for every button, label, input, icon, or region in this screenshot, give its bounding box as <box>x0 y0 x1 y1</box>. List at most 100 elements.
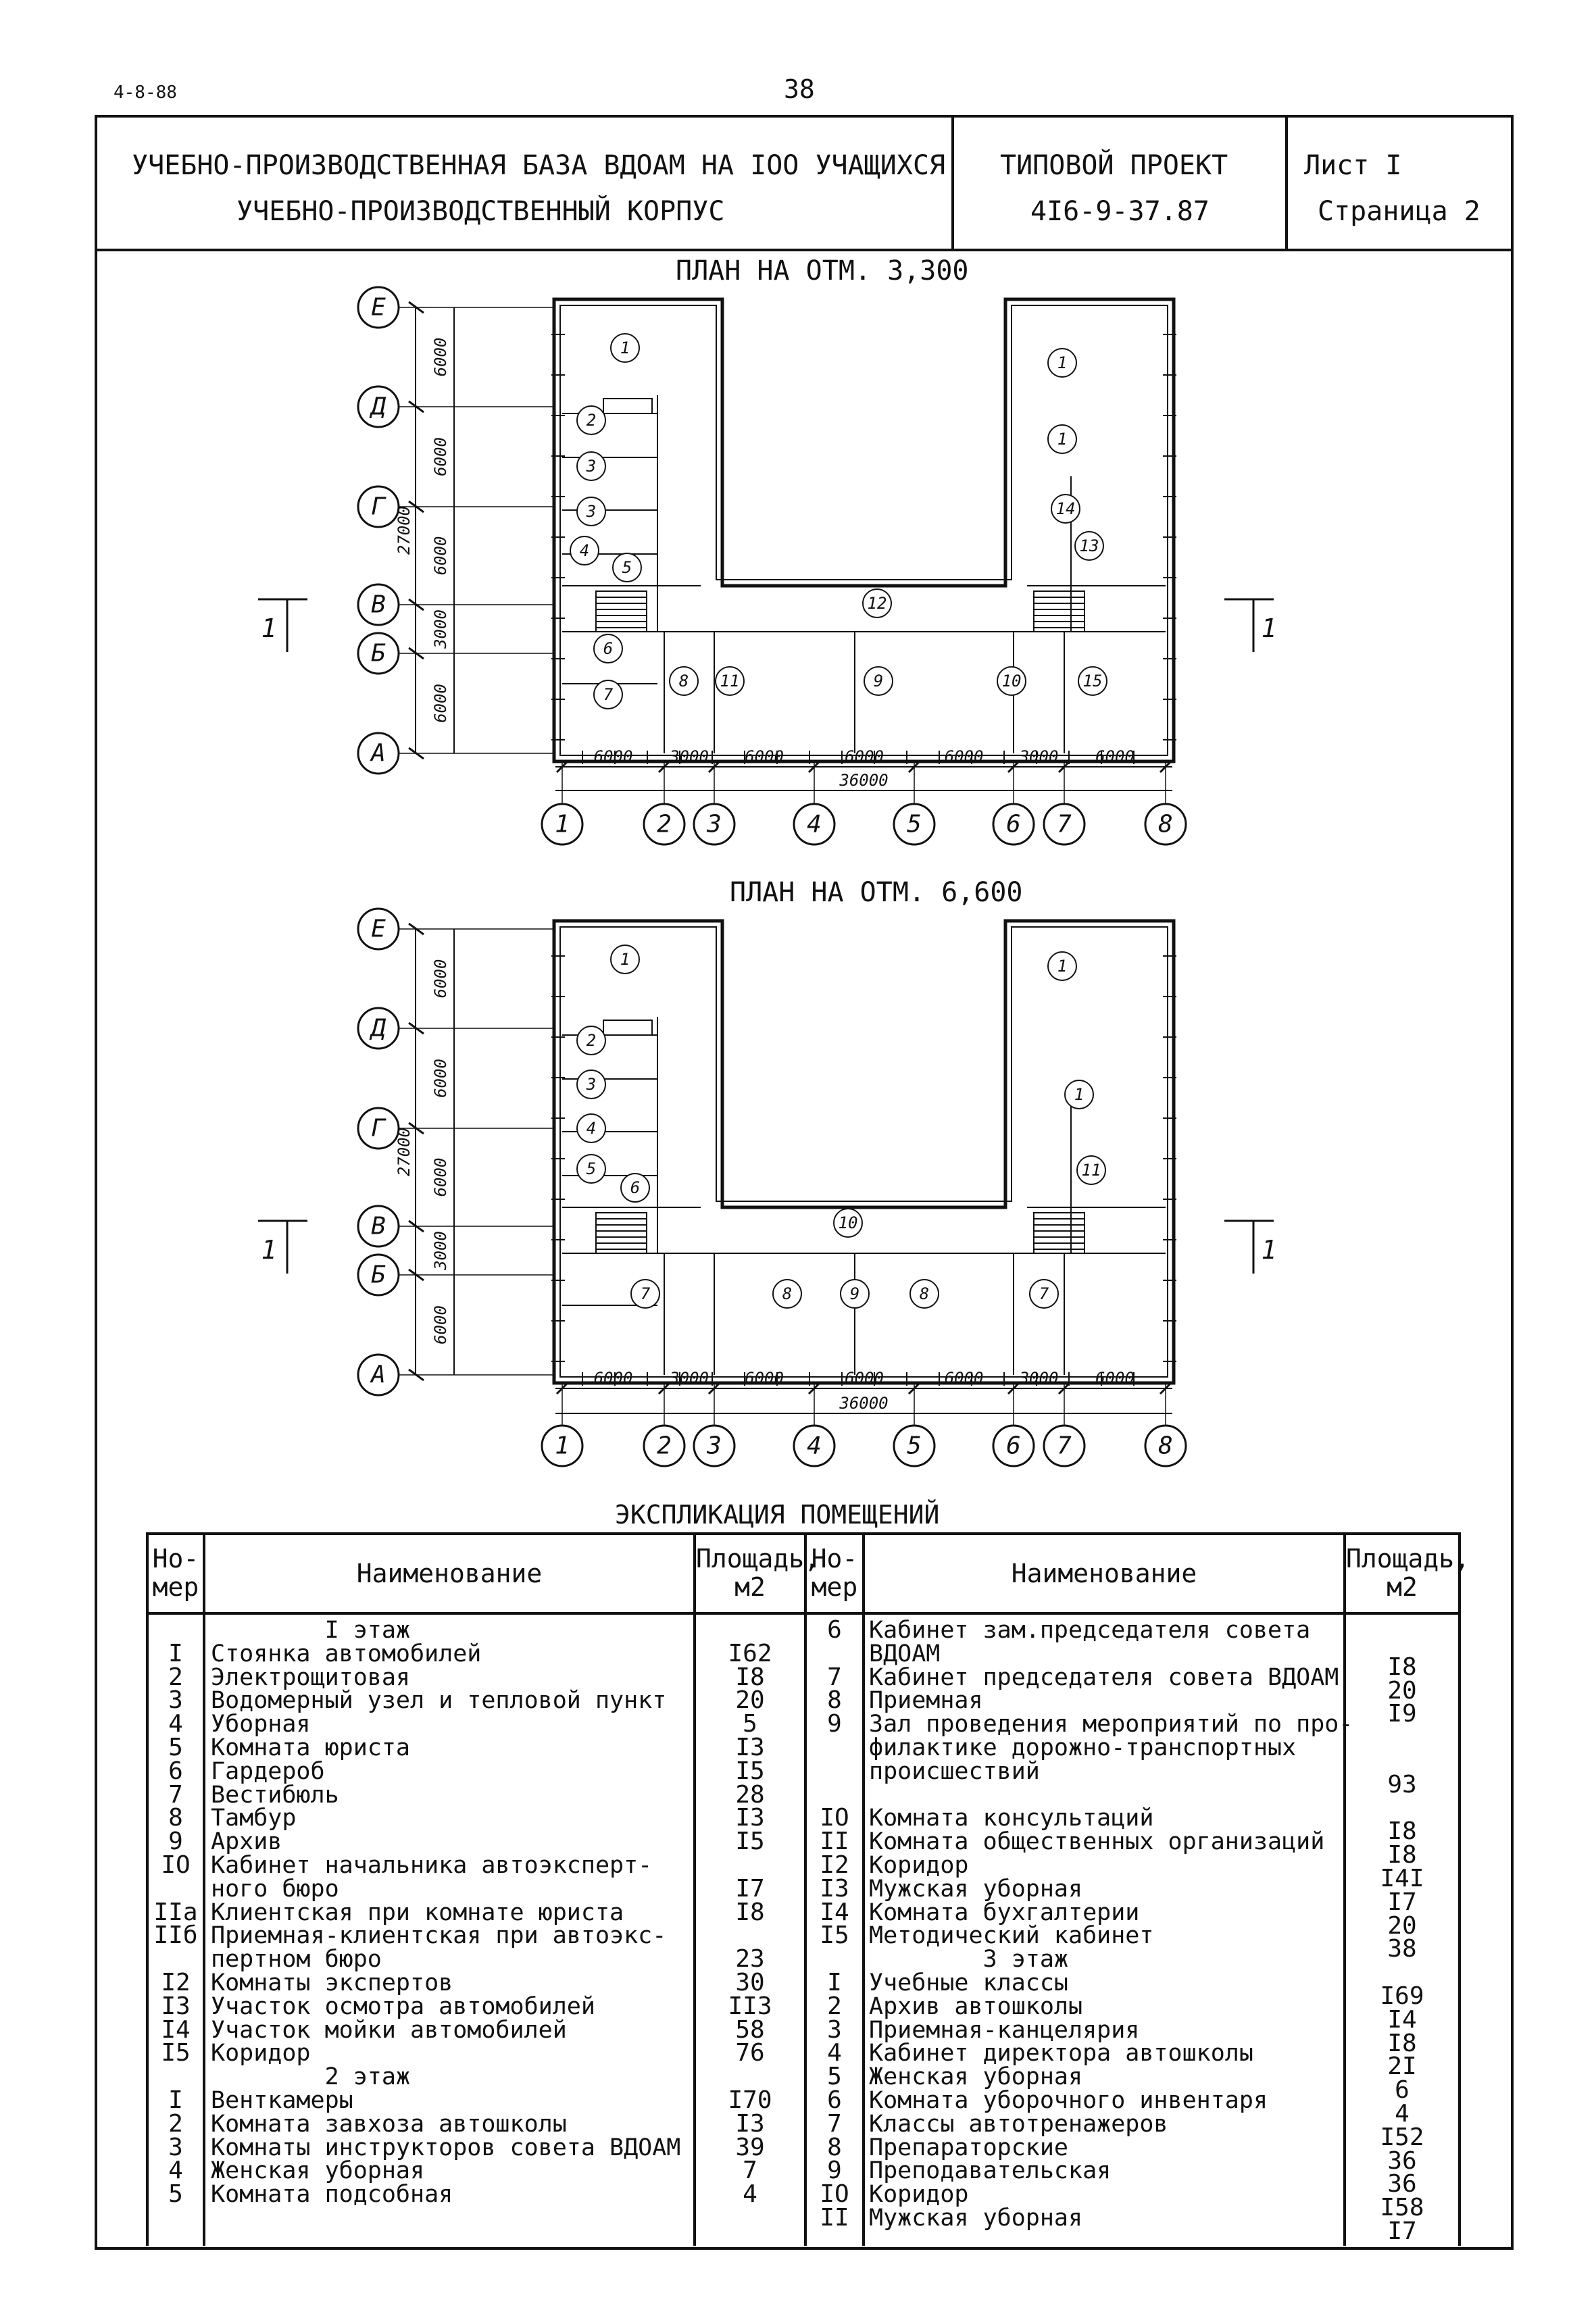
axis-bubble-Б <box>357 1253 400 1297</box>
axis-label: Б <box>371 1261 386 1289</box>
room-number: 6 <box>630 1178 640 1197</box>
axis-label: 8 <box>1158 811 1173 838</box>
col-dim: 6000 <box>845 1369 884 1388</box>
room-number: 1 <box>1057 957 1067 976</box>
row-dim-total: 27000 <box>395 1128 414 1176</box>
axis-bubble-3 <box>693 1424 736 1467</box>
axis-label: 2 <box>657 811 672 838</box>
row-dim-total: 27000 <box>395 506 414 555</box>
dim-tick <box>707 760 721 774</box>
outer-wall <box>552 297 1176 763</box>
header-name-right: Наименование <box>1011 1559 1197 1588</box>
axis-label: Г <box>371 1115 386 1142</box>
dim-tick <box>807 1382 821 1395</box>
room-number: 11 <box>1082 1161 1101 1180</box>
room-number: 1 <box>620 338 630 357</box>
room-number: 2 <box>587 411 596 430</box>
room-number: 3 <box>586 457 596 476</box>
room-number: 10 <box>1002 672 1022 690</box>
col-dim: 3000 <box>669 1369 709 1388</box>
left-num-column: I 2 3 4 5 6 7 8 9 IO IIa IIб I2 I3 I4 I5… <box>153 1639 198 2209</box>
drawing-code: 4-8-88 <box>114 82 177 103</box>
project-label: ТИПОВОЙ ПРОЕКТ <box>1000 150 1228 181</box>
room-number-circle <box>576 405 606 435</box>
title-line-1: УЧЕБНО-ПРОИЗВОДСТВЕННАЯ БАЗА ВДОАМ НА IO… <box>132 150 946 181</box>
axis-label: 5 <box>907 811 922 838</box>
row-dim: 6000 <box>431 1305 450 1344</box>
room-number-circle <box>1047 951 1077 981</box>
axis-bubble-Е <box>357 907 400 951</box>
room-number: 2 <box>587 1031 596 1050</box>
title-block-bottom-line <box>95 249 1514 251</box>
room-number-circle <box>1047 424 1077 454</box>
room-number-circle <box>620 1173 650 1203</box>
row-dim: 6000 <box>431 684 450 723</box>
room-number-circle <box>909 1279 939 1309</box>
stair <box>1033 1212 1085 1254</box>
col-dim-total: 36000 <box>839 1394 888 1413</box>
axis-label: 3 <box>706 1432 722 1460</box>
axis-label: Е <box>371 294 386 322</box>
axis-bubble-5 <box>893 803 936 846</box>
axis-label: В <box>371 591 386 619</box>
dim-tick <box>1007 1382 1020 1395</box>
room-number-circle <box>576 497 606 526</box>
axis-label: 6 <box>1006 1432 1021 1460</box>
dim-tick <box>1159 760 1172 774</box>
ventilation-shaft <box>603 398 653 414</box>
room-number: 5 <box>587 1159 596 1178</box>
row-dim: 6000 <box>431 1059 450 1098</box>
header-area-left: Площадь, м2 <box>696 1544 820 1602</box>
room-number-circle <box>576 1154 606 1184</box>
room-number: 8 <box>679 672 689 690</box>
room-number: 14 <box>1056 499 1076 518</box>
axis-bubble-6 <box>992 1424 1035 1467</box>
col-dim: 6000 <box>1095 747 1134 766</box>
room-number: 7 <box>641 1284 651 1303</box>
section-label: 1 <box>261 1235 277 1265</box>
right-num-column: 6 7 8 9 IO II I2 I3 I4 I5 I 2 3 4 5 6 7 … <box>820 1616 849 2232</box>
row-dim: 3000 <box>431 1231 450 1271</box>
col-dim: 6000 <box>945 747 984 766</box>
explication-table: Но- мер Наименование Площадь, м2 Но- мер… <box>146 1532 1470 2246</box>
row-dim: 6000 <box>431 959 450 999</box>
axis-label: 1 <box>555 811 570 838</box>
room-number: 1 <box>1057 353 1067 372</box>
room-number-circle <box>593 680 623 709</box>
room-number: 3 <box>586 1075 596 1094</box>
axis-bubble-5 <box>893 1424 936 1467</box>
axis-label: 6 <box>1006 811 1021 838</box>
drawing-frame <box>95 115 1514 2250</box>
axis-label: 7 <box>1057 811 1072 838</box>
room-number: 9 <box>850 1284 859 1303</box>
axis-bubble-А <box>357 732 400 775</box>
axis-label: Б <box>371 640 386 668</box>
explication-title: ЭКСПЛИКАЦИЯ ПОМЕЩЕНИЙ <box>615 1500 940 1530</box>
section-label: 1 <box>1262 1235 1277 1265</box>
axis-bubble-3 <box>693 803 736 846</box>
room-number-circle <box>864 666 893 696</box>
axis-bubble-4 <box>793 803 836 846</box>
room-number: 10 <box>839 1213 858 1232</box>
outer-wall-inner <box>559 926 1168 1378</box>
axis-bubble-6 <box>992 803 1035 846</box>
room-number-circle <box>610 333 640 363</box>
room-number-circle <box>1078 666 1107 696</box>
right-name-column: Кабинет зам.председателя совета ВДОАМ Ка… <box>869 1617 1353 2232</box>
axis-label: А <box>370 1361 386 1389</box>
axis-label: В <box>371 1213 386 1240</box>
axis-bubble-7 <box>1043 803 1086 846</box>
col-dim: 6000 <box>745 747 784 766</box>
room-number: 5 <box>622 558 632 577</box>
room-number: 12 <box>868 594 887 613</box>
outer-wall <box>552 919 1176 1385</box>
section-label: 1 <box>261 613 277 643</box>
axis-bubble-8 <box>1144 1424 1187 1467</box>
room-number-circle <box>715 666 745 696</box>
col-dim: 3000 <box>669 747 709 766</box>
left-name-column: I этаж Стоянка автомобилей Электрощитова… <box>211 1617 681 2209</box>
room-number-circle <box>1076 1155 1106 1185</box>
axis-label: Д <box>369 393 386 421</box>
